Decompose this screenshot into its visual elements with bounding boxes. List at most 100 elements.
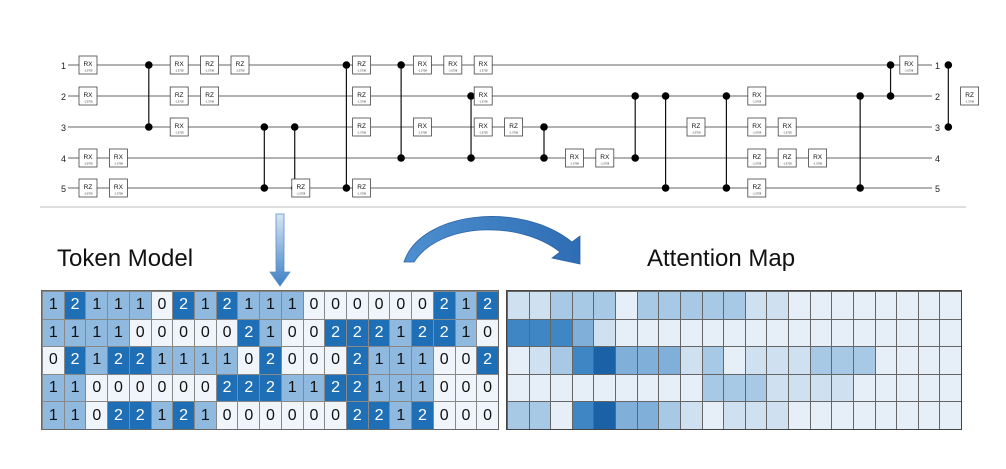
control-dot xyxy=(886,92,895,100)
svg-text:RZ: RZ xyxy=(205,92,214,99)
svg-text:-1.5708: -1.5708 xyxy=(752,131,761,135)
svg-text:RZ: RZ xyxy=(175,92,184,99)
attention-cell xyxy=(940,319,961,347)
token-cell: 0 xyxy=(238,347,260,374)
svg-text:-1.5708: -1.5708 xyxy=(692,131,701,135)
attention-cell xyxy=(551,374,572,402)
attention-cell xyxy=(767,347,789,374)
token-cell: 2 xyxy=(347,347,368,374)
token-cell: 1 xyxy=(412,374,433,402)
token-cell: 0 xyxy=(325,402,346,429)
svg-text:-1.5708: -1.5708 xyxy=(357,192,366,196)
svg-text:RX: RX xyxy=(175,123,185,130)
token-cell: 2 xyxy=(477,292,498,319)
token-cell: 0 xyxy=(173,374,194,402)
attention-cell xyxy=(897,319,918,347)
svg-text:-1.5708: -1.5708 xyxy=(904,69,913,73)
svg-text:-1.5708: -1.5708 xyxy=(175,100,184,104)
attention-cell xyxy=(940,374,961,402)
control-dot xyxy=(145,123,153,131)
attention-cell xyxy=(767,374,789,402)
token-cell: 1 xyxy=(368,347,390,374)
control-dot xyxy=(467,92,475,100)
token-cell: 1 xyxy=(151,347,173,374)
attention-cell xyxy=(659,292,680,319)
gate-rx: RX-1.5708 xyxy=(412,55,432,75)
token-cell: 1 xyxy=(303,374,325,402)
control-dot xyxy=(260,184,269,192)
attention-cell xyxy=(508,319,529,347)
attention-cell xyxy=(616,319,637,347)
token-cell: 1 xyxy=(108,292,129,319)
attention-cell xyxy=(659,347,680,374)
attention-cell xyxy=(832,402,853,429)
token-cell: 1 xyxy=(390,347,412,374)
attention-cell xyxy=(810,319,832,347)
attention-cell xyxy=(529,347,551,374)
attention-cell xyxy=(594,374,616,402)
svg-text:-1.5708: -1.5708 xyxy=(965,100,974,104)
attention-cell xyxy=(551,347,572,374)
token-cell: 2 xyxy=(368,319,390,347)
token-cell: 0 xyxy=(86,402,108,429)
gate-rz: RZ-1.5708 xyxy=(200,86,220,106)
attention-cell xyxy=(724,402,745,429)
token-cell: 1 xyxy=(216,347,238,374)
token-cell: 0 xyxy=(173,319,194,347)
control-dot xyxy=(631,92,639,100)
attention-cell xyxy=(572,319,594,347)
attention-cell xyxy=(853,374,875,402)
token-cell: 0 xyxy=(390,292,412,319)
svg-text:-1.5708: -1.5708 xyxy=(175,131,184,135)
attention-cell xyxy=(789,402,810,429)
attention-cell xyxy=(918,292,940,319)
attention-cell xyxy=(745,402,767,429)
attention-cell xyxy=(680,319,702,347)
attention-cell xyxy=(940,347,961,374)
token-cell: 1 xyxy=(43,319,64,347)
svg-text:-1.5708: -1.5708 xyxy=(84,192,93,196)
token-cell: 2 xyxy=(216,292,238,319)
token-cell: 2 xyxy=(477,347,498,374)
token-cell: 1 xyxy=(238,292,260,319)
token-cell: 2 xyxy=(260,374,281,402)
control-dot xyxy=(290,123,299,131)
svg-text:RX: RX xyxy=(175,61,185,68)
attention-cell xyxy=(767,319,789,347)
token-model-title: Token Model xyxy=(57,245,194,272)
attention-cell xyxy=(832,319,853,347)
token-cell: 0 xyxy=(325,347,346,374)
qubit-label-right: 3 xyxy=(935,123,940,133)
token-cell: 1 xyxy=(390,319,412,347)
attention-cell xyxy=(594,402,616,429)
svg-text:RZ: RZ xyxy=(357,61,366,68)
token-cell: 1 xyxy=(86,347,108,374)
svg-text:RZ: RZ xyxy=(357,123,366,130)
svg-text:RX: RX xyxy=(114,154,124,161)
token-cell: 2 xyxy=(347,319,368,347)
down-arrow-icon xyxy=(269,213,291,287)
token-cell: 2 xyxy=(412,319,433,347)
svg-text:RZ: RZ xyxy=(752,154,761,161)
attention-cell xyxy=(702,347,724,374)
attention-cell xyxy=(594,292,616,319)
svg-text:-1.5708: -1.5708 xyxy=(752,192,761,196)
attention-cell xyxy=(789,347,810,374)
token-cell: 0 xyxy=(477,319,498,347)
token-cell: 1 xyxy=(455,292,477,319)
attention-cell xyxy=(853,347,875,374)
token-cell: 2 xyxy=(64,347,86,374)
qubit-label-left: 3 xyxy=(61,123,66,133)
attention-cell xyxy=(897,374,918,402)
svg-text:RZ: RZ xyxy=(752,184,761,191)
attention-cell xyxy=(875,292,897,319)
token-cell: 0 xyxy=(195,319,216,347)
svg-text:-1.5708: -1.5708 xyxy=(114,162,123,166)
svg-text:RZ: RZ xyxy=(236,61,245,68)
token-cell: 0 xyxy=(108,374,129,402)
gate-rx: RX-1.5708 xyxy=(78,86,98,106)
attention-cell xyxy=(616,402,637,429)
svg-text:RZ: RZ xyxy=(205,61,214,68)
token-cell: 1 xyxy=(390,374,412,402)
qubit-label-right: 2 xyxy=(935,92,940,102)
